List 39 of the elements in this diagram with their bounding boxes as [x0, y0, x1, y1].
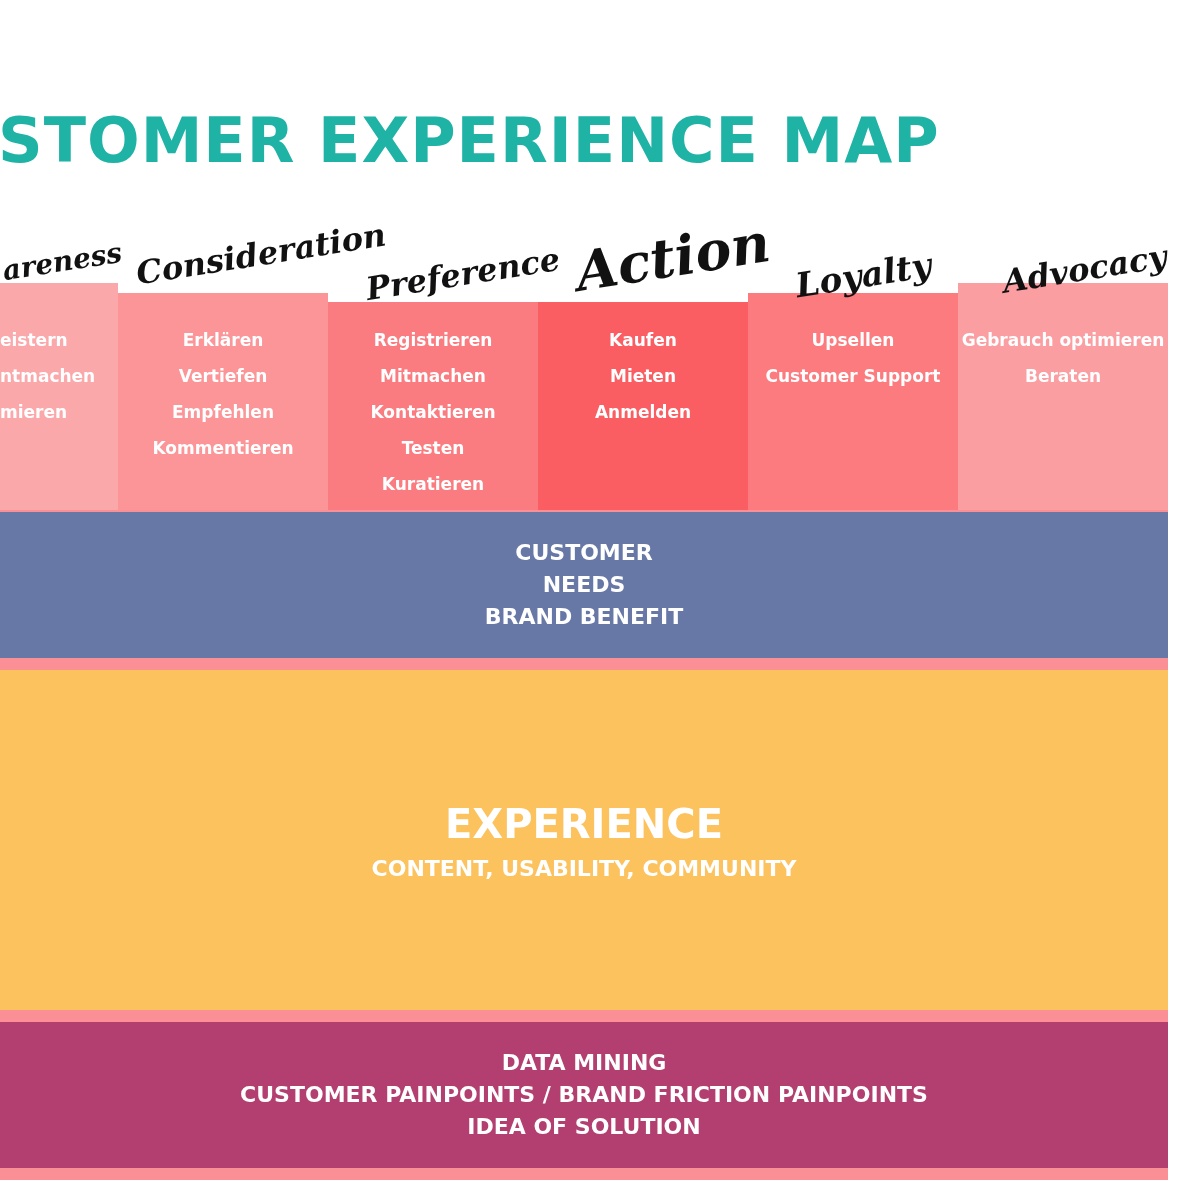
- stage-action: Registrieren: [373, 329, 493, 352]
- stage-column: [118, 293, 328, 510]
- stage-heading: Action: [571, 210, 775, 304]
- stage-action: Kontaktieren: [370, 401, 496, 424]
- band-text: DATA MINING: [501, 1049, 667, 1077]
- stage-heading: Loyalty: [792, 244, 935, 306]
- band-text: BRAND BENEFIT: [484, 603, 684, 631]
- stage-action: Mitmachen: [380, 365, 486, 388]
- stage-heading: areness: [0, 235, 125, 288]
- band-text: CONTENT, USABILITY, COMMUNITY: [371, 855, 797, 883]
- stage-action: mieren: [0, 401, 68, 424]
- stage-action: Mieten: [609, 365, 676, 388]
- band-text: CUSTOMER: [515, 539, 653, 567]
- band-text: CUSTOMER PAINPOINTS / BRAND FRICTION PAINPOINTS: [240, 1081, 928, 1109]
- band-panel: [0, 512, 1168, 658]
- stage-action: eistern: [0, 329, 68, 352]
- stage-action: Vertiefen: [178, 365, 268, 388]
- stage-action: Empfehlen: [172, 401, 274, 424]
- stage-action: Customer Support: [765, 365, 941, 388]
- title: STOMER EXPERIENCE MAP: [0, 104, 940, 177]
- stage-action: Gebrauch optimieren: [961, 329, 1165, 352]
- band-text: NEEDS: [542, 571, 626, 599]
- stage-heading: Advocacy: [1000, 237, 1170, 301]
- stage-action: ntmachen: [0, 365, 96, 388]
- band-text: IDEA OF SOLUTION: [467, 1113, 701, 1141]
- stage-action: Upsellen: [811, 329, 895, 352]
- stage-action: Anmelden: [594, 401, 692, 424]
- band-panel: [0, 1022, 1168, 1168]
- stage-action: Kommentieren: [152, 437, 294, 460]
- stage-action: Kuratieren: [381, 473, 485, 496]
- stage-column: [538, 302, 748, 510]
- stage-column: [0, 283, 118, 510]
- stage-action: Beraten: [1024, 365, 1102, 388]
- stage-action: Erklären: [182, 329, 264, 352]
- band-panel: [0, 670, 1168, 1010]
- stage-column: [328, 302, 538, 510]
- stage-action: Kaufen: [609, 329, 677, 352]
- stage-action: Testen: [401, 437, 465, 460]
- band-text: EXPERIENCE: [445, 800, 723, 849]
